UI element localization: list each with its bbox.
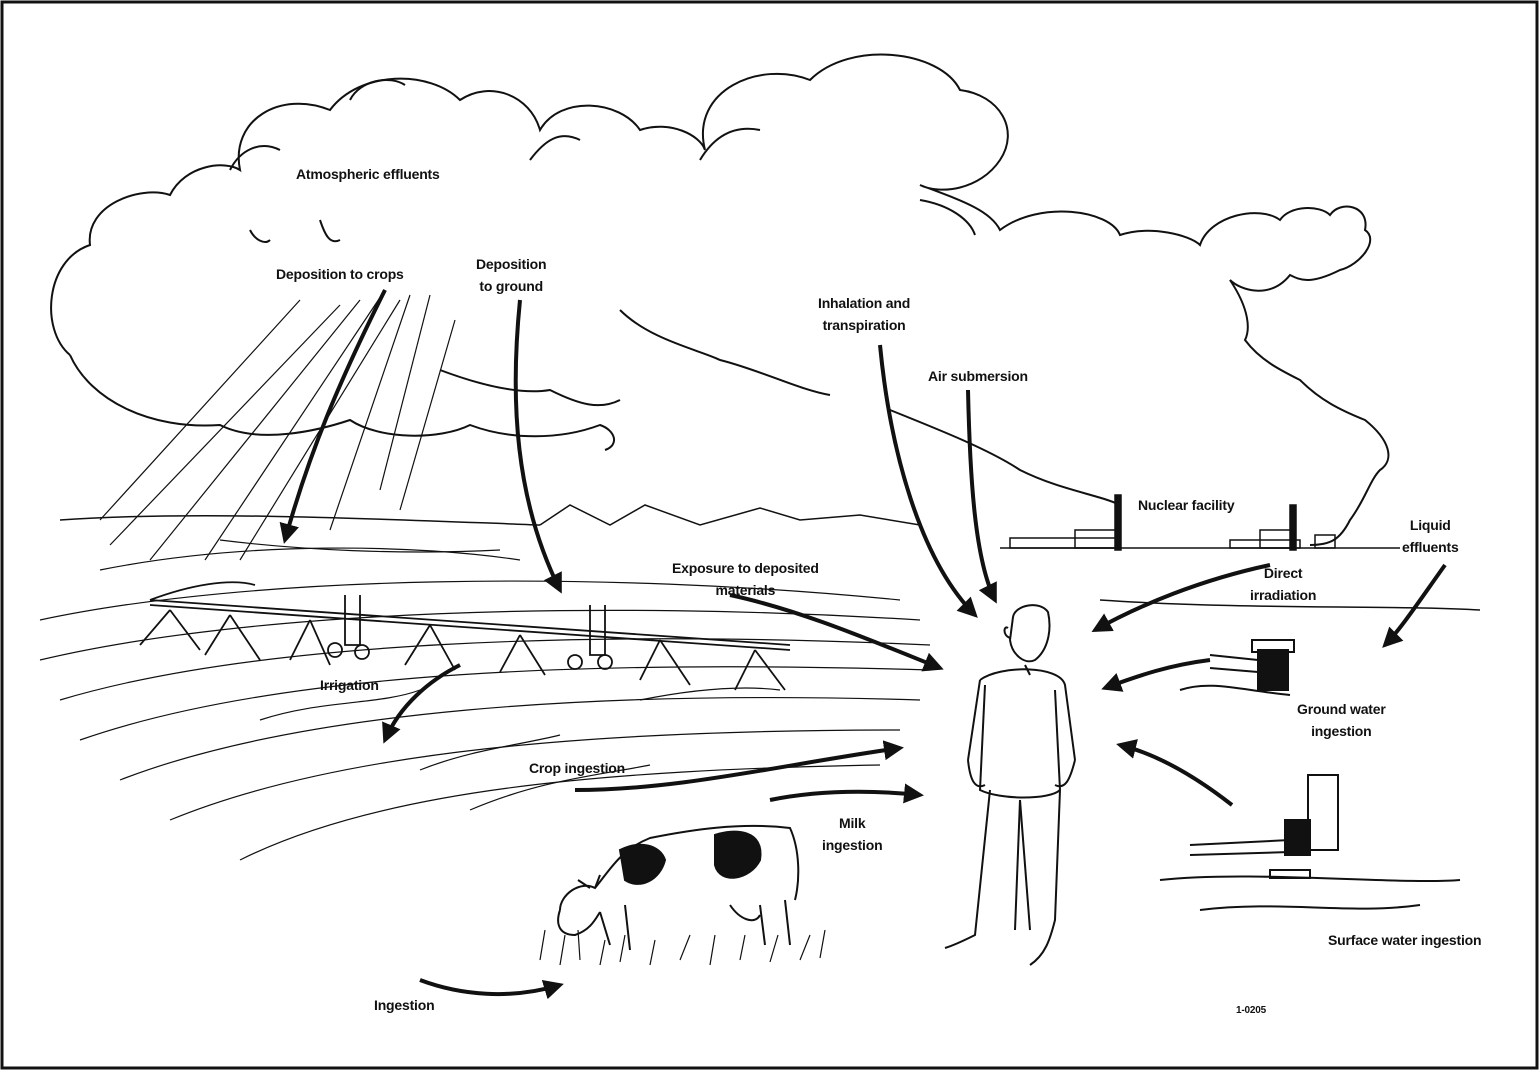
label-direct-irradiation: Direct irradiation	[1250, 562, 1316, 606]
label-exposure-deposited: Exposure to deposited materials	[672, 557, 819, 601]
label-atmospheric-effluents: Atmospheric effluents	[296, 163, 440, 185]
arrow-air-submersion	[968, 390, 995, 600]
label-liquid-effluents: Liquid effluents	[1402, 514, 1459, 558]
label-nuclear-facility: Nuclear facility	[1138, 494, 1234, 516]
arrow-direct-irradiation	[1095, 565, 1270, 630]
label-milk-ingestion: Milk ingestion	[822, 812, 882, 856]
arrow-milk-ingestion	[770, 792, 920, 800]
cow-icon	[558, 826, 798, 950]
label-air-submersion: Air submersion	[928, 365, 1028, 387]
arrow-liquid-effluents	[1385, 565, 1445, 645]
label-irrigation: Irrigation	[320, 674, 379, 696]
label-crop-ingestion: Crop ingestion	[529, 757, 625, 779]
label-ground-water-ingestion: Ground water ingestion	[1297, 698, 1386, 742]
label-inhalation-transpiration: Inhalation and transpiration	[818, 292, 910, 336]
person-icon	[945, 605, 1075, 965]
arrow-ingestion	[420, 980, 560, 994]
cloud-icon	[51, 55, 1388, 545]
label-deposition-to-ground: Deposition to ground	[476, 253, 546, 297]
label-ingestion: Ingestion	[374, 994, 434, 1016]
arrow-surface-water	[1120, 745, 1232, 805]
surface-water-pump-icon	[1160, 775, 1460, 910]
label-deposition-to-crops: Deposition to crops	[276, 263, 404, 285]
grass	[540, 930, 825, 965]
arrow-exposure	[730, 595, 940, 668]
arrow-ground-water	[1105, 660, 1210, 688]
figure-id: 1-0205	[1236, 1000, 1266, 1022]
arrow-irrigation	[385, 665, 460, 740]
arrow-deposition-crops	[285, 290, 385, 540]
label-surface-water-ingestion: Surface water ingestion	[1328, 929, 1481, 951]
water-pump-icon	[1180, 640, 1294, 695]
arrow-deposition-ground	[516, 300, 560, 590]
